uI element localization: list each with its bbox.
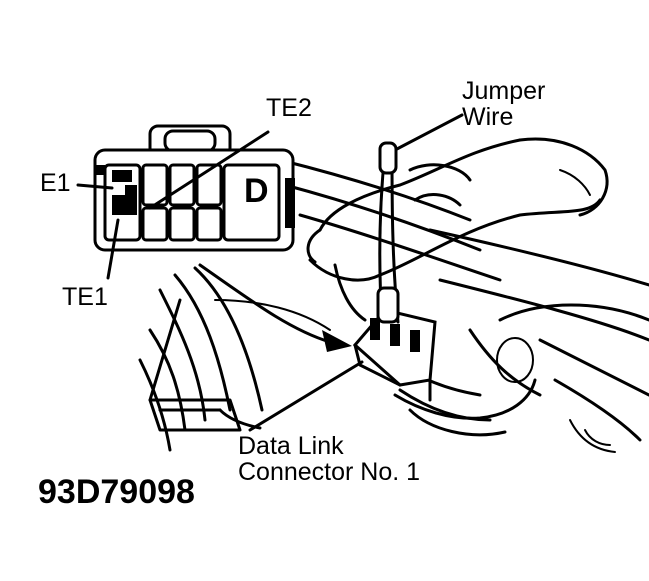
data-link-connector: [352, 308, 437, 402]
pointer-arrow: [198, 263, 352, 352]
e1-label: E1: [40, 169, 71, 197]
technician-hand: [306, 137, 609, 322]
jumper-wire-label-line2: Wire: [462, 103, 514, 131]
jumper-wire: [376, 141, 400, 324]
data-link-connector-label-line2: Connector No. 1: [238, 458, 421, 486]
figure-id: 93D79098: [38, 473, 195, 511]
check-connector: [93, 124, 295, 252]
te2-label: TE2: [266, 94, 312, 122]
connector-letter: D: [244, 172, 269, 210]
jumper-wire-label-line1: Jumper: [462, 77, 546, 105]
hose: [393, 337, 537, 437]
mount-bracket: [148, 298, 242, 432]
te1-label: TE1: [62, 283, 108, 311]
leader-lines: [76, 113, 464, 432]
data-link-connector-label-line1: Data Link: [238, 432, 344, 460]
